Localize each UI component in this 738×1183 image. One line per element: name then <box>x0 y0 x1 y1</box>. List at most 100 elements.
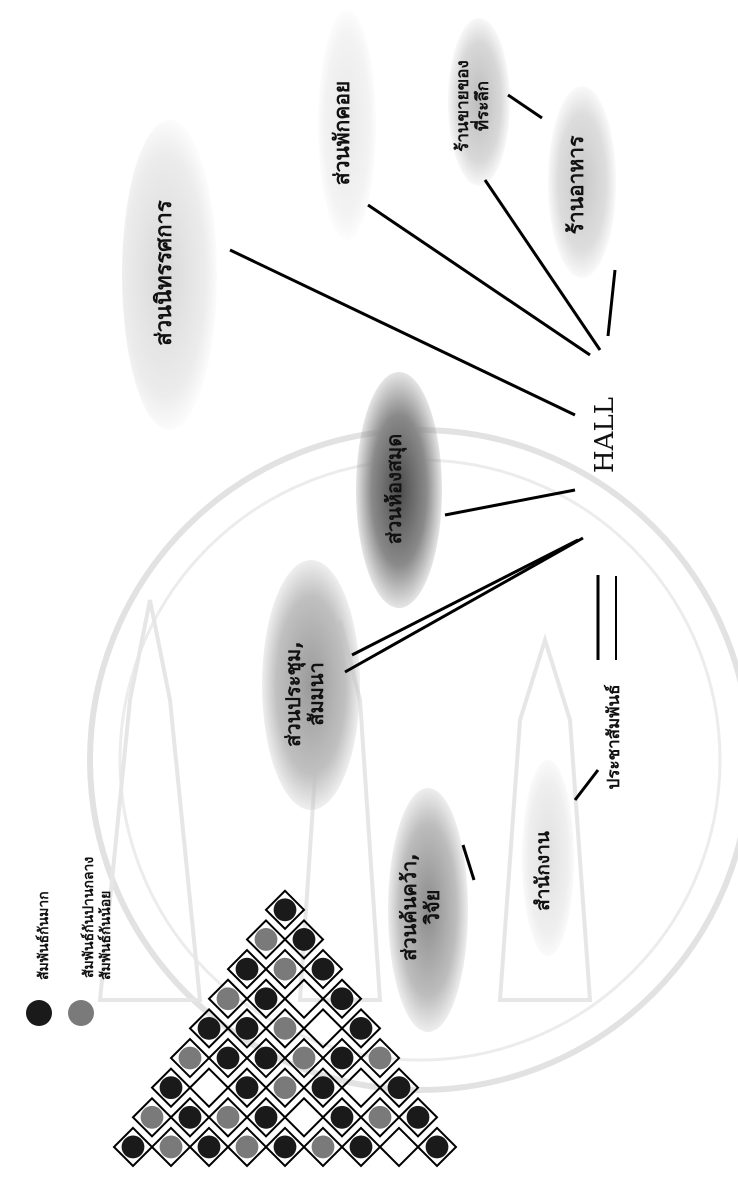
matrix-cell <box>245 919 287 960</box>
matrix-dot-strong <box>349 1135 373 1159</box>
matrix-dot-medium <box>178 1046 202 1070</box>
matrix-dot-medium <box>311 1135 335 1159</box>
matrix-dot-medium <box>140 1105 164 1129</box>
matrix-dot-medium <box>235 1135 259 1159</box>
exhibition-blob <box>122 120 217 430</box>
restaurant-blob <box>548 86 616 278</box>
matrix-dot-strong <box>292 928 316 951</box>
matrix-cell <box>302 1126 344 1168</box>
matrix-cell <box>340 1126 382 1168</box>
office-blob <box>522 760 574 956</box>
line-rest-hall <box>367 203 591 357</box>
matrix-cell <box>226 1126 268 1168</box>
matrix-dot-strong <box>197 1016 221 1040</box>
matrix-dot-strong <box>330 1046 354 1070</box>
matrix-dot-strong <box>425 1135 449 1159</box>
matrix-dot-strong <box>311 957 335 981</box>
legend-strong-dot <box>26 1000 52 1026</box>
matrix-cell <box>264 1126 306 1168</box>
matrix-cell <box>245 1096 287 1138</box>
matrix-cell <box>302 948 344 990</box>
matrix-dot-strong <box>216 1046 240 1070</box>
matrix-dot-medium <box>159 1135 183 1159</box>
line-souvenir-hall <box>483 179 602 351</box>
line-meeting-library <box>351 538 579 657</box>
matrix-cell <box>283 919 325 960</box>
line-library-hall <box>444 488 576 517</box>
matrix-dot-strong <box>387 1076 411 1100</box>
matrix-cell <box>340 1067 382 1109</box>
matrix-cell <box>245 978 287 1020</box>
matrix-dot-strong <box>311 1076 335 1100</box>
matrix-dot-medium <box>273 957 297 981</box>
matrix-cell <box>150 1126 192 1168</box>
matrix-cell <box>207 978 249 1020</box>
matrix-cell <box>169 1096 211 1138</box>
matrix-cell <box>150 1067 192 1109</box>
matrix-cell <box>359 1096 401 1138</box>
matrix-cell <box>131 1096 173 1138</box>
library-blob <box>356 372 442 608</box>
matrix-cell <box>264 948 306 990</box>
matrix-cell <box>188 1007 230 1049</box>
line-meeting-hall <box>344 536 584 674</box>
research-blob <box>388 788 468 1032</box>
matrix-cell <box>112 1126 154 1168</box>
rest-blob <box>318 10 376 240</box>
matrix-dot-strong <box>178 1105 202 1129</box>
matrix-cell <box>226 1067 268 1109</box>
matrix-cell <box>226 948 268 990</box>
matrix-dot-strong <box>197 1135 221 1159</box>
matrix-dot-strong <box>406 1105 430 1129</box>
matrix-cell <box>378 1126 420 1168</box>
matrix-dot-strong <box>273 898 297 922</box>
matrix-cell <box>226 1007 268 1049</box>
matrix-dot-strong <box>330 1105 354 1129</box>
matrix-dot-strong <box>121 1135 145 1159</box>
matrix-cell <box>207 1037 249 1079</box>
matrix-dot-medium <box>368 1046 392 1070</box>
matrix-dot-strong <box>235 1076 259 1100</box>
matrix-cell <box>188 1067 230 1109</box>
matrix-cell <box>340 1007 382 1049</box>
line-exhibition-hall <box>229 248 576 417</box>
matrix-cell <box>397 1096 439 1138</box>
matrix-dot-medium <box>254 928 278 951</box>
matrix-cell <box>321 1037 363 1079</box>
matrix-dot-medium <box>273 1016 297 1040</box>
matrix-cell <box>321 978 363 1020</box>
matrix-cell <box>378 1067 420 1109</box>
line-research-office <box>461 844 476 881</box>
matrix-dot-strong <box>330 987 354 1011</box>
line-restaurant-hall <box>606 269 617 337</box>
matrix-cell <box>188 1126 230 1168</box>
matrix-dot-strong <box>235 957 259 981</box>
matrix-cell <box>245 1037 287 1079</box>
matrix-cell <box>169 1037 211 1079</box>
matrix-cell <box>302 1007 344 1049</box>
matrix-cell <box>302 1067 344 1109</box>
matrix-cell <box>264 1007 306 1049</box>
matrix-cell <box>264 1067 306 1109</box>
matrix-cell <box>359 1037 401 1079</box>
matrix-dot-strong <box>349 1016 373 1040</box>
matrix-cell <box>416 1126 458 1168</box>
matrix-dot-strong <box>235 1016 259 1040</box>
souvenir-blob <box>448 18 510 186</box>
matrix-dot-strong <box>159 1076 183 1100</box>
matrix-dot-medium <box>216 1105 240 1129</box>
matrix-cell <box>283 978 325 1020</box>
legend-medium-dot <box>68 1000 94 1026</box>
matrix-dot-medium <box>292 1046 316 1070</box>
matrix-dot-medium <box>273 1076 297 1100</box>
line-souvenir-restaurant <box>507 93 543 120</box>
matrix-cell <box>283 1037 325 1079</box>
matrix-dot-medium <box>368 1105 392 1129</box>
matrix-cell <box>321 1096 363 1138</box>
matrix-cell <box>207 1096 249 1138</box>
matrix-dot-medium <box>216 987 240 1011</box>
meeting-blob <box>262 560 360 810</box>
